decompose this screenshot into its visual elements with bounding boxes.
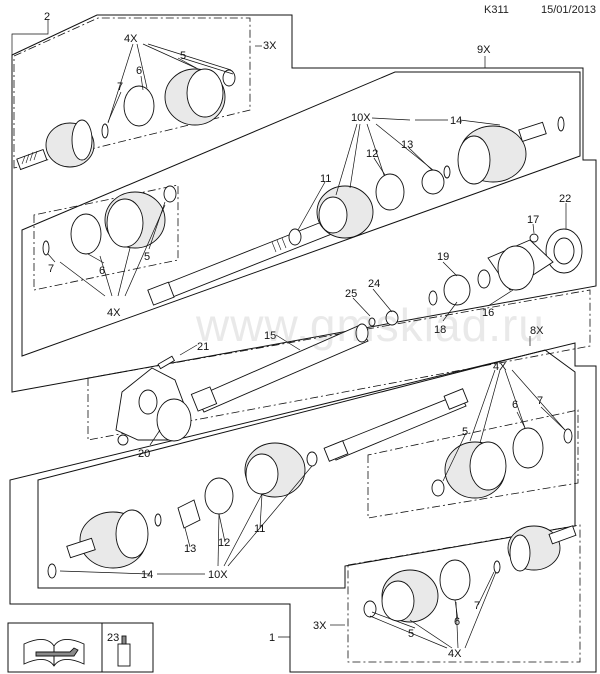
label-1: 1 bbox=[269, 632, 275, 644]
label-4x-c: 4X bbox=[493, 361, 507, 373]
label-10x-b: 10X bbox=[208, 569, 228, 581]
diagram-date: 15/01/2013 bbox=[541, 4, 597, 16]
label-13-b: 13 bbox=[184, 543, 196, 555]
grease-tube-icon bbox=[117, 635, 131, 667]
intermediate-shaft bbox=[115, 228, 583, 446]
label-22: 22 bbox=[559, 193, 571, 205]
label-6-c: 6 bbox=[512, 399, 518, 411]
label-12-b: 12 bbox=[218, 537, 230, 549]
callout-labels: 2 4X 5 3X 7 6 9X 10X 14 12 13 11 22 17 7… bbox=[44, 11, 571, 660]
label-8x: 8X bbox=[530, 325, 544, 337]
label-11-a: 11 bbox=[320, 173, 331, 185]
label-18: 18 bbox=[434, 324, 446, 336]
label-23: 23 bbox=[107, 632, 119, 644]
label-3x-b: 3X bbox=[313, 620, 327, 632]
label-21: 21 bbox=[197, 341, 209, 353]
label-19: 19 bbox=[437, 251, 449, 263]
diagram-code: K311 bbox=[484, 4, 509, 16]
label-6-a: 6 bbox=[136, 65, 142, 77]
label-15: 15 bbox=[264, 330, 276, 342]
label-6-b: 6 bbox=[99, 265, 105, 277]
label-7-b: 7 bbox=[48, 263, 54, 275]
label-20: 20 bbox=[138, 448, 150, 460]
leader-lines bbox=[11, 20, 567, 649]
label-10x-a: 10X bbox=[351, 112, 371, 124]
label-4x-d: 4X bbox=[448, 648, 462, 660]
label-4x-a: 4X bbox=[124, 33, 138, 45]
label-24: 24 bbox=[368, 278, 380, 290]
label-12-a: 12 bbox=[366, 148, 378, 160]
label-6-d: 6 bbox=[454, 616, 460, 628]
label-25: 25 bbox=[345, 288, 357, 300]
label-7-a: 7 bbox=[117, 81, 123, 93]
upper-outer-cv-joint bbox=[16, 68, 236, 171]
assembly-frames bbox=[7, 14, 597, 673]
repair-manual-icon bbox=[23, 639, 85, 667]
lower-drive-shaft bbox=[47, 388, 577, 623]
label-14-b: 14 bbox=[141, 569, 153, 581]
label-14-a: 14 bbox=[450, 115, 462, 127]
label-5-b: 5 bbox=[144, 251, 150, 263]
label-11-b: 11 bbox=[254, 523, 265, 535]
label-9x: 9X bbox=[477, 44, 491, 56]
label-4x-b: 4X bbox=[107, 307, 121, 319]
label-16: 16 bbox=[482, 307, 494, 319]
label-7-d: 7 bbox=[474, 600, 480, 612]
label-13-a: 13 bbox=[401, 139, 413, 151]
upper-drive-shaft bbox=[42, 116, 565, 306]
label-5-d: 5 bbox=[408, 628, 414, 640]
label-5-a: 5 bbox=[180, 50, 186, 62]
label-3x-a: 3X bbox=[263, 40, 277, 52]
label-2: 2 bbox=[44, 11, 50, 23]
label-5-c: 5 bbox=[462, 426, 468, 438]
label-17: 17 bbox=[527, 214, 539, 226]
label-7-c: 7 bbox=[537, 395, 543, 407]
